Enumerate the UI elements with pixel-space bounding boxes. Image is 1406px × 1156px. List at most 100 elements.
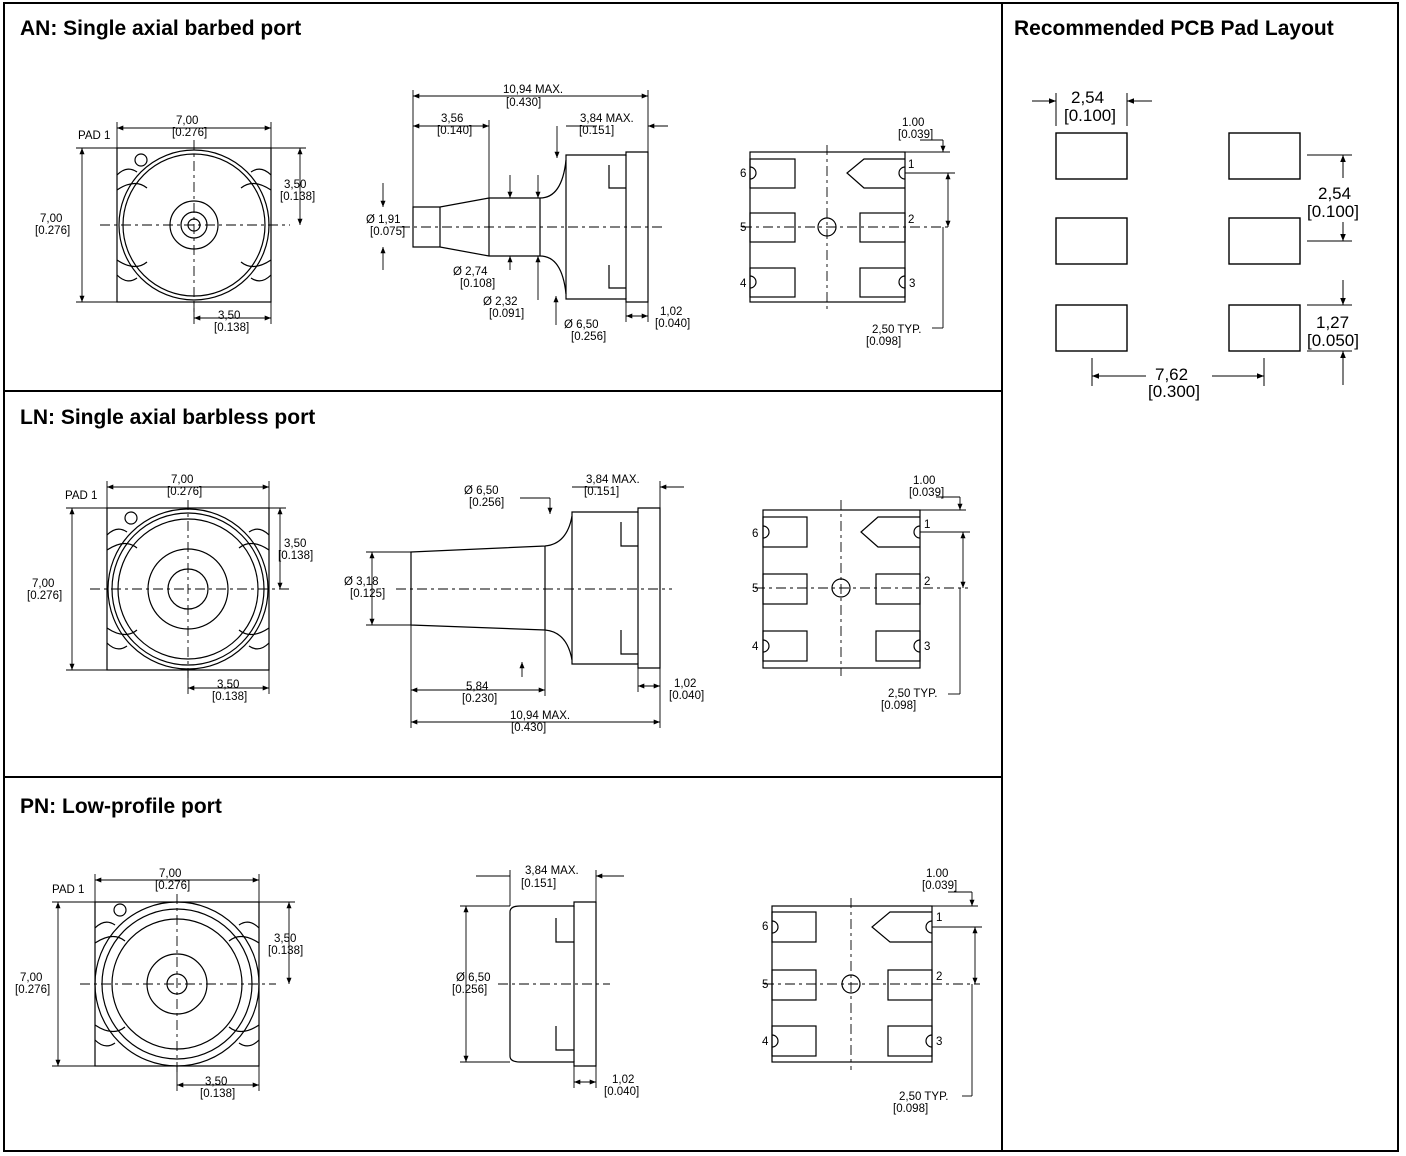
pcb-pad-layout <box>1032 93 1352 386</box>
pn-edge-in: [0.039] <box>922 880 957 892</box>
pn-d4-in: [0.256] <box>452 984 487 996</box>
pn-pin-1: 1 <box>936 912 942 924</box>
drawing-frame: AN: Single axial barbed port LN: Single … <box>3 2 1399 1152</box>
pcb-pad-h-mm: 1,27 <box>1316 313 1349 332</box>
an-d4-in: [0.256] <box>571 331 606 343</box>
ln-len-in: [0.430] <box>511 722 546 734</box>
an-d4-mm: Ø 6,50 <box>564 319 599 331</box>
pn-top-labels: PAD 1 7,00 [0.276] 7,00 [0.276] 3,50 [0.… <box>15 868 303 1100</box>
pn-side-view <box>460 870 624 1088</box>
an-top-hw-in: [0.138] <box>214 322 249 334</box>
ln-side-labels: Ø 6,50 [0.256] 3,84 MAX. [0.151] Ø 3,18 … <box>344 474 704 734</box>
an-barb-in: [0.140] <box>437 125 472 137</box>
ln-pad1-label: PAD 1 <box>65 490 97 502</box>
an-top-h-mm: 7,00 <box>40 213 62 225</box>
pn-pin-6: 6 <box>762 921 768 933</box>
ln-top-hw-mm: 3,50 <box>217 679 239 691</box>
pcb-pad-w-in: [0.100] <box>1064 106 1116 125</box>
pn-d4-mm: Ø 6,50 <box>456 972 491 984</box>
pn-flange-mm: 1,02 <box>612 1074 634 1086</box>
an-flange-mm: 1,02 <box>660 306 682 318</box>
pn-top-hh-mm: 3,50 <box>274 933 296 945</box>
an-pin-2: 2 <box>908 214 914 226</box>
ln-pin-5: 5 <box>752 583 758 595</box>
pn-pitch-in: [0.098] <box>893 1103 928 1115</box>
ln-pin-1: 1 <box>924 519 930 531</box>
pn-top-hh-in: [0.138] <box>268 945 303 957</box>
an-d2-in: [0.108] <box>460 278 495 290</box>
ln-top-view <box>66 481 290 694</box>
pn-pin-4: 4 <box>762 1036 769 1048</box>
panel-pcb-title: Recommended PCB Pad Layout <box>1014 17 1334 40</box>
an-pin-4: 4 <box>740 278 747 290</box>
ln-bottom-labels: 1.00 [0.039] 2,50 TYP. [0.098] 1 2 3 4 5… <box>752 475 944 712</box>
pn-body-mm: 3,84 MAX. <box>525 865 579 877</box>
ln-pin-4: 4 <box>752 641 759 653</box>
pcb-pad-h-in: [0.050] <box>1307 331 1359 350</box>
pn-edge-mm: 1.00 <box>926 868 948 880</box>
an-top-w-in: [0.276] <box>172 127 207 139</box>
an-d3-mm: Ø 2,32 <box>483 296 518 308</box>
pn-bottom-labels: 1.00 [0.039] 2,50 TYP. [0.098] 1 2 3 4 5… <box>762 868 957 1115</box>
pn-pin-3: 3 <box>936 1036 942 1048</box>
an-d2-mm: Ø 2,74 <box>453 266 488 278</box>
pcb-pad-w-mm: 2,54 <box>1071 88 1104 107</box>
ln-top-hh-in: [0.138] <box>278 550 313 562</box>
an-pad1-label: PAD 1 <box>78 130 110 142</box>
an-pitch-in: [0.098] <box>866 336 901 348</box>
an-top-labels: PAD 1 7,00 [0.276] 7,00 [0.276] 3,50 [0.… <box>35 115 315 334</box>
an-top-hw-mm: 3,50 <box>218 310 240 322</box>
an-bottom-labels: 1.00 [0.039] 2,50 TYP. [0.098] 1 2 3 4 5… <box>740 117 933 348</box>
an-barb-mm: 3,56 <box>441 113 463 125</box>
pn-top-w-in: [0.276] <box>155 880 190 892</box>
an-body-mm: 3,84 MAX. <box>580 113 634 125</box>
pn-flange-in: [0.040] <box>604 1086 639 1098</box>
ln-tube-mm: Ø 3,18 <box>344 576 379 588</box>
an-top-view <box>76 122 306 324</box>
pn-top-h-in: [0.276] <box>15 984 50 996</box>
an-top-hh-in: [0.138] <box>280 191 315 203</box>
ln-pin-6: 6 <box>752 528 758 540</box>
panel-ln-title: LN: Single axial barbless port <box>20 406 316 429</box>
pn-body-in: [0.151] <box>521 878 556 890</box>
ln-pin-2: 2 <box>924 576 930 588</box>
pcb-span-mm: 7,62 <box>1155 365 1188 384</box>
an-pin-3: 3 <box>909 278 915 290</box>
ln-top-h-mm: 7,00 <box>32 578 54 590</box>
an-d3-in: [0.091] <box>489 308 524 320</box>
panel-pn-title: PN: Low-profile port <box>20 795 222 818</box>
ln-flange-in: [0.040] <box>669 690 704 702</box>
ln-top-w-mm: 7,00 <box>171 474 193 486</box>
an-bottom-view <box>742 139 955 329</box>
an-body-in: [0.151] <box>579 125 614 137</box>
ln-side-view <box>366 481 684 728</box>
ln-top-hh-mm: 3,50 <box>284 538 306 550</box>
an-pitch-mm: 2,50 TYP. <box>872 324 921 336</box>
an-side-labels: 10,94 MAX. [0.430] 3,56 [0.140] 3,84 MAX… <box>366 84 690 343</box>
an-flange-in: [0.040] <box>655 318 690 330</box>
ln-top-labels: PAD 1 7,00 [0.276] 7,00 [0.276] 3,50 [0.… <box>27 474 313 703</box>
ln-tube-len-in: [0.230] <box>462 693 497 705</box>
ln-tube-in: [0.125] <box>350 588 385 600</box>
ln-top-h-in: [0.276] <box>27 590 62 602</box>
ln-top-hw-in: [0.138] <box>212 691 247 703</box>
ln-bottom-view <box>755 496 970 695</box>
ln-edge-mm: 1.00 <box>913 475 935 487</box>
an-top-h-in: [0.276] <box>35 225 70 237</box>
pn-pad1-label: PAD 1 <box>52 884 84 896</box>
an-pin-5: 5 <box>740 222 746 234</box>
ln-d4-mm: Ø 6,50 <box>464 485 499 497</box>
an-tip-in: [0.075] <box>370 226 405 238</box>
pn-pin-5: 5 <box>762 979 768 991</box>
pcb-span-in: [0.300] <box>1148 382 1200 401</box>
ln-body-mm: 3,84 MAX. <box>586 474 640 486</box>
ln-tube-len-mm: 5,84 <box>466 681 489 693</box>
an-pin-1: 1 <box>908 159 914 171</box>
pn-side-labels: 3,84 MAX. [0.151] Ø 6,50 [0.256] 1,02 [0… <box>452 865 639 1098</box>
panel-pcb <box>1001 2 1399 1152</box>
an-top-w-mm: 7,00 <box>176 115 198 127</box>
ln-body-in: [0.151] <box>584 486 619 498</box>
an-len-mm: 10,94 MAX. <box>503 84 563 96</box>
pn-top-view <box>52 874 295 1091</box>
